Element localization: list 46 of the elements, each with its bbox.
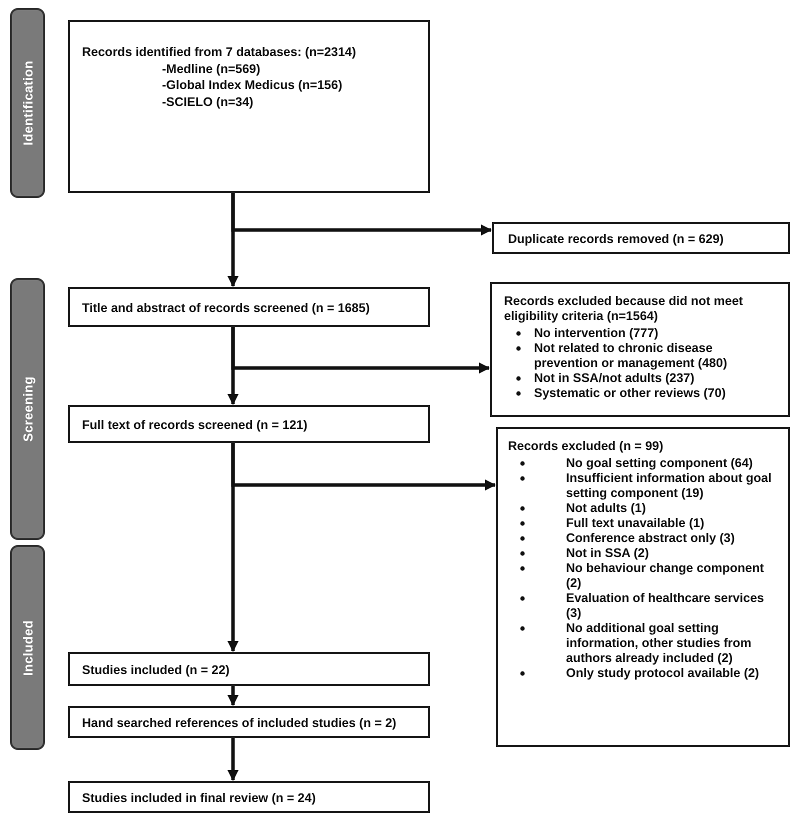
process-box (68, 706, 430, 738)
stage-band (10, 8, 45, 198)
process-box (68, 20, 430, 193)
process-box (68, 405, 430, 443)
box-text: Records excluded (n = 99) (508, 439, 664, 454)
process-box (68, 287, 430, 327)
box-text: Hand searched references of included studies (n = 2) (82, 716, 398, 731)
list-item: -Global Index Medicus (n=156) (162, 77, 344, 94)
stage-label: Included (20, 620, 35, 676)
bullet-item: Not related to chronic disease prevention or management (480) (534, 341, 728, 371)
box-text: Duplicate records removed (n = 629) (508, 232, 725, 247)
bullet-item: No goal setting component (64) (566, 456, 754, 471)
bullet-item: Not in SSA (2) (566, 546, 650, 561)
arrow (231, 327, 490, 374)
arrow (231, 443, 496, 491)
process-box (492, 222, 790, 254)
list-item: -SCIELO (n=34) (162, 94, 254, 110)
box-text: Studies included in final review (n = 24) (82, 791, 317, 806)
bullet-item: No intervention (777) (534, 326, 660, 341)
stage-label: Screening (20, 376, 35, 442)
bullet-item: Conference abstract only (3) (566, 531, 736, 546)
process-box (68, 652, 430, 686)
arrow (227, 738, 239, 782)
arrow (231, 193, 492, 236)
stage-label: Identification (20, 60, 35, 146)
box-text: Title and abstract of records screened (n = 1685) (82, 301, 371, 316)
box-text: Studies included (n = 22) (82, 663, 231, 678)
box-text: Records identified from 7 databases: (n=2314) (82, 44, 358, 60)
stage-band (10, 278, 45, 540)
process-box (496, 427, 790, 747)
bullet-item: Not in SSA/not adults (237) (534, 371, 696, 386)
bullet-item: Full text unavailable (1) (566, 516, 706, 531)
bullet-item: Systematic or other reviews (70) (534, 386, 727, 401)
box-text: Records excluded because did not meet eligibility criteria (n=1564) (504, 294, 744, 324)
bullet-item: Insufficient information about goal setting component (19) (566, 471, 773, 501)
process-box (490, 282, 790, 417)
bullet-item: Not adults (1) (566, 501, 647, 516)
stage-band (10, 545, 45, 750)
bullet-item: No behaviour change component (2) (566, 561, 765, 591)
box-text: Full text of records screened (n = 121) (82, 418, 308, 433)
bullet-item: Evaluation of healthcare services (3) (566, 591, 766, 621)
process-box (68, 781, 430, 813)
bullet-item: Only study protocol available (2) (566, 666, 760, 681)
bullet-item: No additional goal setting information, other studies from authors already included (2) (566, 621, 752, 666)
list-item: -Medline (n=569) (162, 60, 262, 77)
arrow (227, 686, 239, 706)
